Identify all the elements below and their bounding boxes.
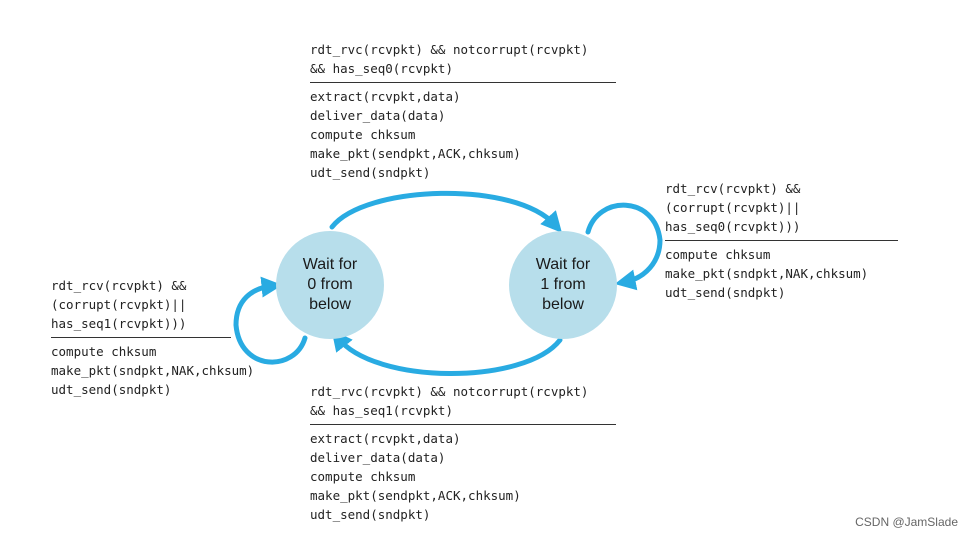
condition-line: has_seq1(rcvpkt))) <box>51 316 187 331</box>
arrow-self-right <box>585 202 663 291</box>
transition-right-self-label: rdt_rcv(rcvpkt) && (corrupt(rcvpkt)|| ha… <box>665 179 898 302</box>
condition-line: rdt_rcv(rcvpkt) && <box>51 278 187 293</box>
state-wait-1: Wait for 1 from below <box>509 231 617 339</box>
transition-top-label: rdt_rvc(rcvpkt) && notcorrupt(rcvpkt) &&… <box>310 40 616 182</box>
action-line: compute chksum <box>51 344 157 359</box>
action-line: extract(rcvpkt,data) <box>310 431 461 446</box>
state-wait-0-label: Wait for 0 from below <box>302 256 358 313</box>
divider <box>665 240 898 241</box>
action-line: compute chksum <box>310 127 416 142</box>
divider <box>310 82 616 83</box>
arrow-self-left <box>233 276 308 365</box>
arrow-top <box>329 190 562 233</box>
transition-bottom-label: rdt_rvc(rcvpkt) && notcorrupt(rcvpkt) &&… <box>310 382 616 524</box>
action-line: make_pkt(sendpkt,ACK,chksum) <box>310 146 521 161</box>
condition-line: (corrupt(rcvpkt)|| <box>51 297 187 312</box>
action-line: udt_send(sndpkt) <box>310 507 431 522</box>
condition-line: && has_seq1(rcvpkt) <box>310 403 453 418</box>
action-line: deliver_data(data) <box>310 108 446 123</box>
arrow-bottom <box>331 329 563 376</box>
state-wait-0: Wait for 0 from below <box>276 231 384 339</box>
condition-line: rdt_rvc(rcvpkt) && notcorrupt(rcvpkt) <box>310 384 589 399</box>
divider <box>310 424 616 425</box>
condition-line: (corrupt(rcvpkt)|| <box>665 200 801 215</box>
transition-left-self-label: rdt_rcv(rcvpkt) && (corrupt(rcvpkt)|| ha… <box>51 276 255 399</box>
divider <box>51 337 231 338</box>
condition-line: has_seq0(rcvpkt))) <box>665 219 801 234</box>
condition-line: rdt_rcv(rcvpkt) && <box>665 181 801 196</box>
action-line: make_pkt(sndpkt,NAK,chksum) <box>51 363 255 378</box>
state-wait-1-label: Wait for 1 from below <box>535 256 591 313</box>
condition-line: && has_seq0(rcvpkt) <box>310 61 453 76</box>
action-line: compute chksum <box>665 247 771 262</box>
action-line: udt_send(sndpkt) <box>665 285 786 300</box>
action-line: udt_send(sndpkt) <box>310 165 431 180</box>
action-line: deliver_data(data) <box>310 450 446 465</box>
action-line: udt_send(sndpkt) <box>51 382 172 397</box>
action-line: make_pkt(sendpkt,ACK,chksum) <box>310 488 521 503</box>
action-line: compute chksum <box>310 469 416 484</box>
action-line: extract(rcvpkt,data) <box>310 89 461 104</box>
action-line: make_pkt(sndpkt,NAK,chksum) <box>665 266 869 281</box>
watermark: CSDN @JamSlade <box>855 515 958 529</box>
condition-line: rdt_rvc(rcvpkt) && notcorrupt(rcvpkt) <box>310 42 589 57</box>
